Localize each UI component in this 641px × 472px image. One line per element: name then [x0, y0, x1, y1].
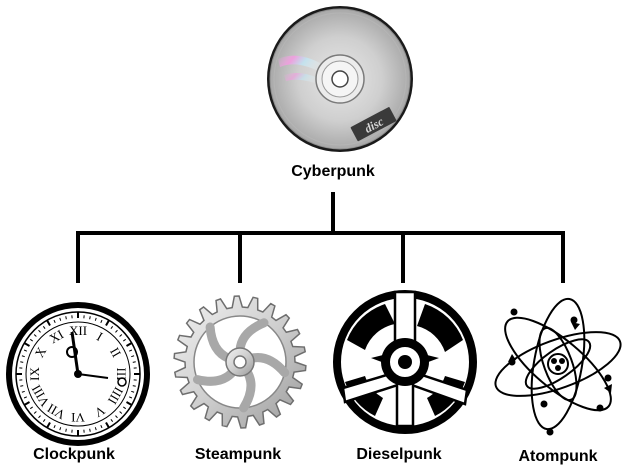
clock-minute-hand — [77, 373, 109, 379]
gear-spoke — [239, 367, 256, 413]
gear-spoke — [193, 367, 238, 386]
gear-spokes — [193, 318, 290, 413]
svg-text:I: I — [94, 329, 105, 344]
root-node-label: Cyberpunk — [291, 163, 375, 180]
clock-minute-ticks — [16, 312, 140, 436]
child-label-steampunk: Steampunk — [194, 446, 282, 463]
svg-text:XI: XI — [47, 326, 66, 346]
gear-cog-icon — [173, 295, 307, 429]
svg-text:III: III — [114, 368, 129, 381]
atom-orbit-icon — [494, 297, 622, 436]
tree-connectors — [76, 192, 565, 283]
gear-spoke — [235, 318, 269, 355]
propeller-engine-icon — [333, 290, 477, 434]
svg-text:VI: VI — [71, 410, 85, 425]
gear-spoke — [205, 322, 234, 363]
child-label-atompunk: Atompunk — [518, 448, 598, 465]
gear-spoke — [246, 353, 290, 378]
child-label-dieselpunk: Dieselpunk — [356, 446, 442, 463]
clock-hour-hand — [70, 331, 80, 375]
svg-text:IX: IX — [27, 367, 42, 381]
child-label-clockpunk: Clockpunk — [33, 446, 115, 463]
compact-disc-icon: disc — [267, 6, 413, 152]
